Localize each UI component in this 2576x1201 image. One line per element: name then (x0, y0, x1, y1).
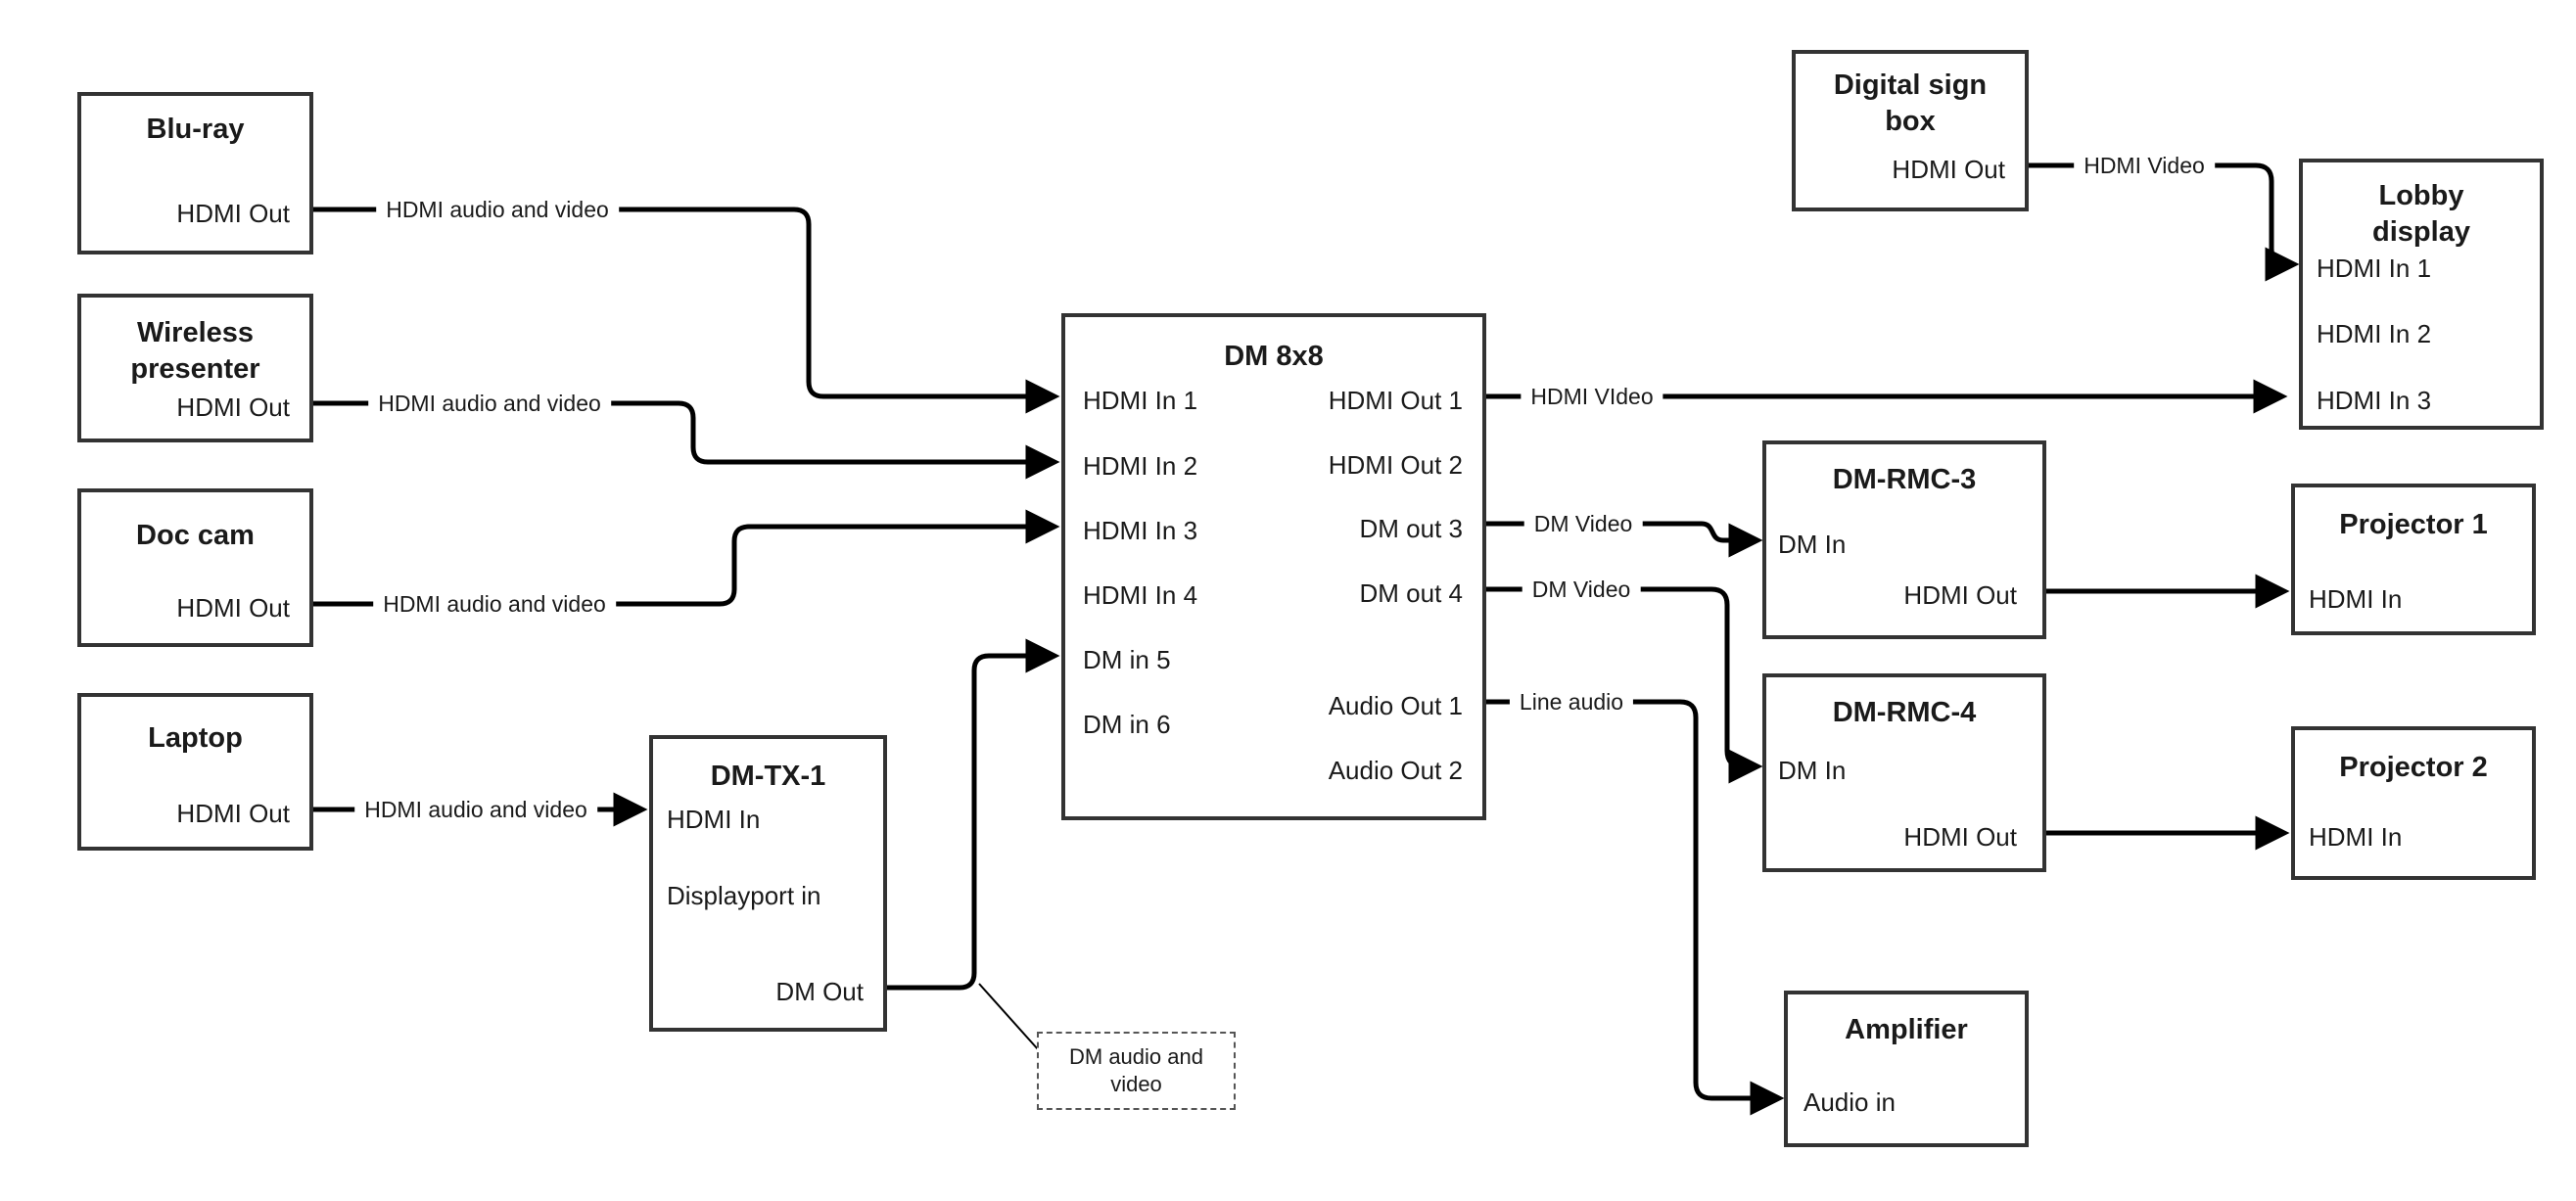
node-lobby-display-port-in-2: HDMI In 2 (2317, 319, 2432, 348)
node-dm-8x8-port-out-4: DM out 4 (1359, 578, 1464, 608)
node-bluray-port-hdmi-out: HDMI Out (176, 199, 290, 228)
wire-digitalsign-to-lobby-in1 (2029, 162, 2300, 282)
node-dm-rmc-4-title: DM-RMC-4 (1832, 697, 1977, 728)
node-projector-2: Projector 2 HDMI In (2291, 726, 2536, 880)
node-amplifier-title: Amplifier (1845, 1014, 1968, 1045)
node-dm-rmc-4-port-hdmi-out: HDMI Out (1903, 822, 2017, 852)
node-dm-8x8-port-in-1: HDMI In 1 (1083, 386, 1198, 415)
wire-label-dm-video-out3: DM Video (1523, 510, 1643, 537)
node-bluray-title: Blu-ray (146, 114, 245, 145)
node-amplifier-port-audio-in: Audio in (1803, 1087, 1896, 1117)
node-digital-sign-box-port-hdmi-out: HDMI Out (1892, 155, 2005, 184)
annotation-leader-line (978, 983, 1039, 1050)
node-amplifier: Amplifier Audio in (1784, 991, 2029, 1147)
wire-label-dm-video-out4: DM Video (1522, 576, 1641, 603)
node-dm-rmc-3: DM-RMC-3 DM In HDMI Out (1762, 440, 2046, 639)
node-lobby-display-port-in-1: HDMI In 1 (2317, 254, 2432, 283)
node-bluray: Blu-ray HDMI Out (77, 92, 313, 254)
node-digital-sign-box-title: Digital sign box (1833, 69, 1988, 137)
node-dm-8x8: DM 8x8 HDMI In 1 HDMI In 2 HDMI In 3 HDM… (1061, 313, 1486, 820)
wire-label-line-audio: Line audio (1509, 688, 1634, 716)
node-wireless-presenter-title: Wireless presenter (130, 317, 260, 385)
node-lobby-display-port-in-3: HDMI In 3 (2317, 386, 2432, 415)
node-laptop-port-hdmi-out: HDMI Out (176, 799, 290, 828)
node-projector-2-title: Projector 2 (2339, 752, 2488, 783)
wire-label-wireless: HDMI audio and video (368, 390, 611, 417)
node-dm-rmc-3-port-dm-in: DM In (1778, 530, 1847, 559)
node-dm-8x8-port-audio-out-2: Audio Out 2 (1328, 756, 1463, 785)
wire-doccam-to-dm8x8-in3 (313, 509, 1060, 607)
node-dm-tx-1-port-hdmi-in: HDMI In (667, 805, 761, 834)
node-dm-8x8-port-out-1: HDMI Out 1 (1328, 386, 1463, 415)
node-projector-1-port-hdmi-in: HDMI In (2309, 584, 2403, 614)
wire-wireless-to-dm8x8-in2 (313, 400, 1060, 480)
node-dm-rmc-4: DM-RMC-4 DM In HDMI Out (1762, 673, 2046, 872)
wire-label-hdmi-video-out1: HDMI VIdeo (1521, 383, 1663, 410)
node-dm-tx-1-title: DM-TX-1 (710, 761, 826, 792)
wire-label-doc-cam: HDMI audio and video (373, 590, 616, 618)
node-projector-2-port-hdmi-in: HDMI In (2309, 822, 2403, 852)
node-dm-8x8-port-out-2: HDMI Out 2 (1328, 450, 1463, 480)
node-dm-8x8-port-out-3: DM out 3 (1359, 514, 1464, 543)
wire-dmtx1-to-dm8x8-in5 (887, 638, 1060, 991)
wire-label-bluray: HDMI audio and video (376, 196, 619, 223)
node-dm-8x8-port-in-6: DM in 6 (1083, 710, 1171, 739)
node-dm-rmc-3-port-hdmi-out: HDMI Out (1903, 580, 2017, 610)
annotation-dm-audio-video: DM audio and video (1037, 1032, 1236, 1110)
node-dm-8x8-port-in-2: HDMI In 2 (1083, 451, 1198, 481)
node-dm-tx-1-port-dm-out: DM Out (775, 977, 864, 1006)
node-dm-rmc-3-title: DM-RMC-3 (1832, 464, 1977, 495)
node-dm-8x8-port-audio-out-1: Audio Out 1 (1328, 691, 1463, 720)
wire-bluray-to-dm8x8-in1 (313, 207, 1060, 414)
node-doc-cam-port-hdmi-out: HDMI Out (176, 593, 290, 623)
node-laptop-title: Laptop (148, 722, 243, 754)
wire-dm8x8-out4-to-rmc4 (1480, 586, 1763, 784)
annotation-dm-audio-video-text: DM audio and video (1069, 1044, 1203, 1096)
wire-label-laptop: HDMI audio and video (354, 796, 597, 823)
node-dm-tx-1: DM-TX-1 HDMI In Displayport in DM Out (649, 735, 887, 1032)
wire-label-digital-sign: HDMI Video (2074, 152, 2215, 179)
node-dm-8x8-title: DM 8x8 (1224, 341, 1324, 372)
node-projector-1-title: Projector 1 (2339, 509, 2488, 540)
node-digital-sign-box: Digital sign box HDMI Out (1792, 50, 2029, 211)
node-doc-cam: Doc cam HDMI Out (77, 488, 313, 647)
node-dm-8x8-port-in-4: HDMI In 4 (1083, 580, 1198, 610)
wire-dm8x8-out3-to-rmc3 (1480, 521, 1763, 558)
node-dm-tx-1-port-displayport-in: Displayport in (667, 881, 821, 910)
node-dm-rmc-4-port-dm-in: DM In (1778, 756, 1847, 785)
node-lobby-display-title: Lobby display (2372, 180, 2470, 248)
node-laptop: Laptop HDMI Out (77, 693, 313, 851)
node-dm-8x8-port-in-3: HDMI In 3 (1083, 516, 1198, 545)
node-doc-cam-title: Doc cam (136, 520, 255, 551)
node-wireless-presenter-port-hdmi-out: HDMI Out (176, 393, 290, 422)
node-projector-1: Projector 1 HDMI In (2291, 484, 2536, 635)
wire-dm8x8-audio1-to-amplifier (1480, 699, 1785, 1116)
node-wireless-presenter: Wireless presenter HDMI Out (77, 294, 313, 442)
node-lobby-display: Lobby display HDMI In 1 HDMI In 2 HDMI I… (2299, 159, 2544, 430)
node-dm-8x8-port-in-5: DM in 5 (1083, 645, 1171, 674)
